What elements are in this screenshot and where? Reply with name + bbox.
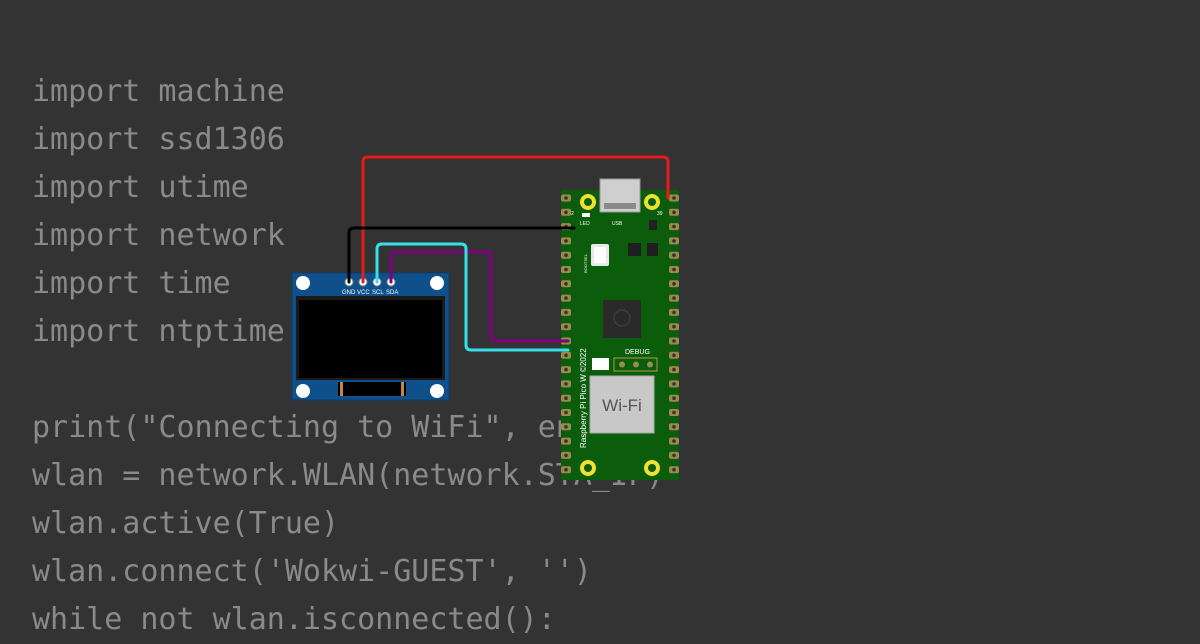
pico-pin-header-left bbox=[561, 194, 571, 474]
code-line: import ssd1306 bbox=[32, 122, 285, 157]
pico-header-pin-hole bbox=[564, 267, 568, 272]
pico-header-pin-hole bbox=[672, 367, 676, 372]
oled-flex-contact bbox=[340, 382, 343, 396]
pico-header-pin-hole bbox=[672, 467, 676, 472]
pico-header-pin-hole bbox=[564, 453, 568, 458]
debug-pin[interactable] bbox=[647, 361, 653, 368]
pico-header-pin-hole bbox=[564, 396, 568, 401]
pico-w-board[interactable]: 2 39 LED USB BOOTSEL DEBUG Wi-Fi Raspber… bbox=[561, 178, 679, 480]
board-name-label: Raspberry Pi Pico W ©2022 bbox=[579, 348, 588, 448]
bootsel-label: BOOTSEL bbox=[583, 253, 588, 273]
oled-pin-label-gnd: GND bbox=[342, 290, 356, 296]
pico-header-pin-hole bbox=[564, 196, 568, 200]
debug-pin[interactable] bbox=[633, 361, 639, 368]
code-line: wlan.active(True) bbox=[32, 506, 340, 541]
wire-scl[interactable] bbox=[375, 242, 570, 352]
oled-pin-label-scl: SCL bbox=[372, 290, 384, 296]
pico-header-pin-hole bbox=[672, 282, 676, 286]
code-line: import network bbox=[32, 218, 285, 253]
pico-header-pin-hole bbox=[672, 296, 676, 300]
oled-mount-hole bbox=[296, 384, 310, 398]
pico-header-pin-hole bbox=[564, 467, 568, 472]
pin-number-label: 2 bbox=[571, 211, 574, 217]
pico-header-pin-hole bbox=[672, 310, 676, 315]
pico-header-pin-hole bbox=[672, 453, 676, 458]
pico-header-pin-hole bbox=[672, 382, 676, 386]
pico-header-pin-hole bbox=[564, 253, 568, 257]
pico-header-pin-hole bbox=[564, 410, 568, 415]
oled-flex-contact bbox=[401, 382, 404, 396]
raspberry-logo-icon bbox=[613, 309, 631, 327]
pico-header-pin-hole bbox=[672, 410, 676, 415]
pico-header-pin-hole bbox=[564, 296, 568, 300]
pico-header-pin-hole bbox=[672, 339, 676, 343]
oled-module[interactable]: GND VCC SCL SDA bbox=[291, 272, 450, 401]
smd-chip bbox=[628, 243, 641, 256]
wire-gnd[interactable] bbox=[347, 226, 576, 284]
oled-screen bbox=[299, 300, 442, 378]
oled-pin-label-sda: SDA bbox=[386, 290, 398, 296]
oled-pin-label-vcc: VCC bbox=[357, 290, 370, 296]
wires bbox=[347, 155, 670, 352]
pico-header-pin-hole bbox=[672, 224, 676, 229]
pico-header-pin-hole bbox=[564, 324, 568, 329]
pico-header-pin-hole bbox=[564, 439, 568, 443]
pico-header-pin-hole bbox=[564, 210, 568, 215]
pico-header-pin-hole bbox=[564, 310, 568, 315]
rp2040-chip bbox=[603, 300, 641, 338]
pico-header-pin-hole bbox=[564, 282, 568, 286]
wire-sda[interactable] bbox=[389, 250, 570, 343]
pico-header-pin-hole bbox=[564, 239, 568, 243]
code-line: import ntptime bbox=[32, 314, 285, 349]
code-line: wlan.connect('Wokwi-GUEST', '') bbox=[32, 554, 592, 589]
pico-header-pin-hole bbox=[672, 196, 676, 200]
pico-header-pin-hole bbox=[564, 382, 568, 386]
oled-mount-hole bbox=[430, 384, 444, 398]
onboard-led bbox=[582, 213, 590, 217]
wifi-module bbox=[589, 375, 655, 434]
oled-mount-hole bbox=[296, 276, 310, 290]
pico-header-pin-hole bbox=[564, 367, 568, 372]
smd-component bbox=[592, 358, 609, 370]
pico-header-pin-hole bbox=[564, 353, 568, 358]
smd-chip bbox=[647, 243, 658, 256]
debug-label: DEBUG bbox=[625, 349, 650, 356]
code-line: import time bbox=[32, 266, 231, 301]
pico-header-pin-hole bbox=[672, 253, 676, 257]
code-line: import utime bbox=[32, 170, 249, 205]
pico-header-pin-hole bbox=[564, 425, 568, 429]
pico-header-pin-hole bbox=[672, 353, 676, 358]
pico-pin-header-right bbox=[669, 194, 679, 474]
oled-flex-cable bbox=[338, 382, 406, 396]
wire-vcc[interactable] bbox=[361, 155, 670, 284]
code-line: import machine bbox=[32, 74, 285, 109]
pico-header-pin-hole bbox=[672, 396, 676, 401]
smd-component bbox=[649, 220, 657, 230]
pico-header-pin-hole bbox=[672, 239, 676, 243]
usb-port-opening bbox=[604, 203, 636, 209]
circuit-diagram: GND VCC SCL SDA 2 39 LED USB BO bbox=[291, 155, 679, 480]
pico-header-pin-hole bbox=[672, 324, 676, 329]
pico-header-pin-hole bbox=[672, 439, 676, 443]
pico-header-pin-hole bbox=[672, 267, 676, 272]
pico-header-pin-hole bbox=[672, 425, 676, 429]
oled-mount-hole bbox=[430, 276, 444, 290]
led-label: LED bbox=[580, 221, 590, 227]
pico-header-pin-hole bbox=[672, 210, 676, 215]
wifi-label: Wi-Fi bbox=[602, 396, 642, 415]
pin-number-label: 39 bbox=[657, 211, 663, 217]
usb-label: USB bbox=[612, 221, 623, 227]
debug-pin[interactable] bbox=[619, 361, 625, 368]
